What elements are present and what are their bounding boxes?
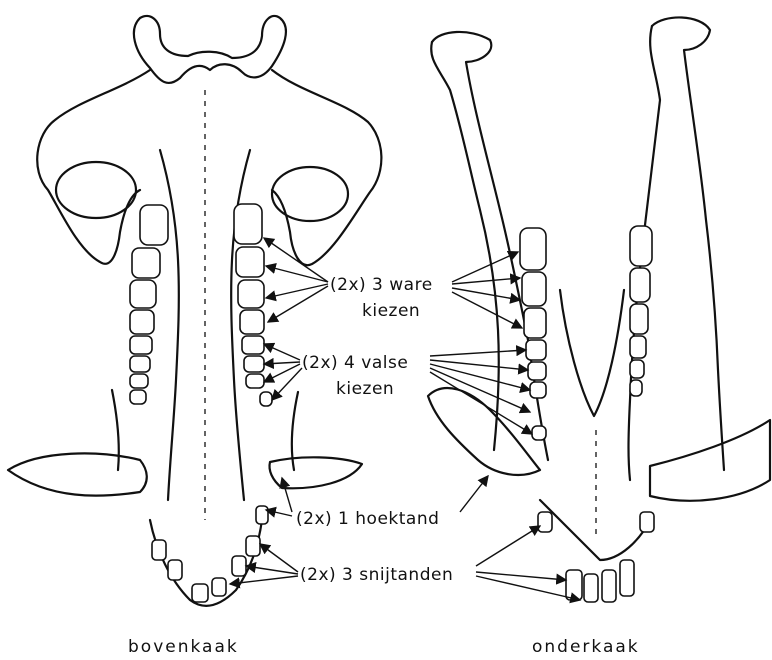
premolars-label-line2: kiezen — [336, 379, 394, 399]
upper-right-tooth-row — [234, 204, 272, 406]
lower-jaw-caption: onderkaak — [532, 637, 640, 657]
canine-label: (2x) 1 hoektand — [296, 509, 439, 529]
upper-jaw-caption: bovenkaak — [128, 637, 239, 657]
true-molars-label: (2x) 3 ware — [330, 275, 433, 295]
premolars-label: (2x) 4 valse — [302, 353, 408, 373]
upper-left-tooth-row — [130, 205, 168, 404]
true-molars-label-line2: kiezen — [362, 301, 420, 321]
upper-incisors — [152, 536, 260, 602]
lower-jaw-drawing — [428, 17, 770, 602]
incisors-label: (2x) 3 snijtanden — [300, 565, 453, 585]
lower-right-tooth-row — [630, 226, 652, 396]
lower-left-tooth-row — [520, 228, 546, 440]
